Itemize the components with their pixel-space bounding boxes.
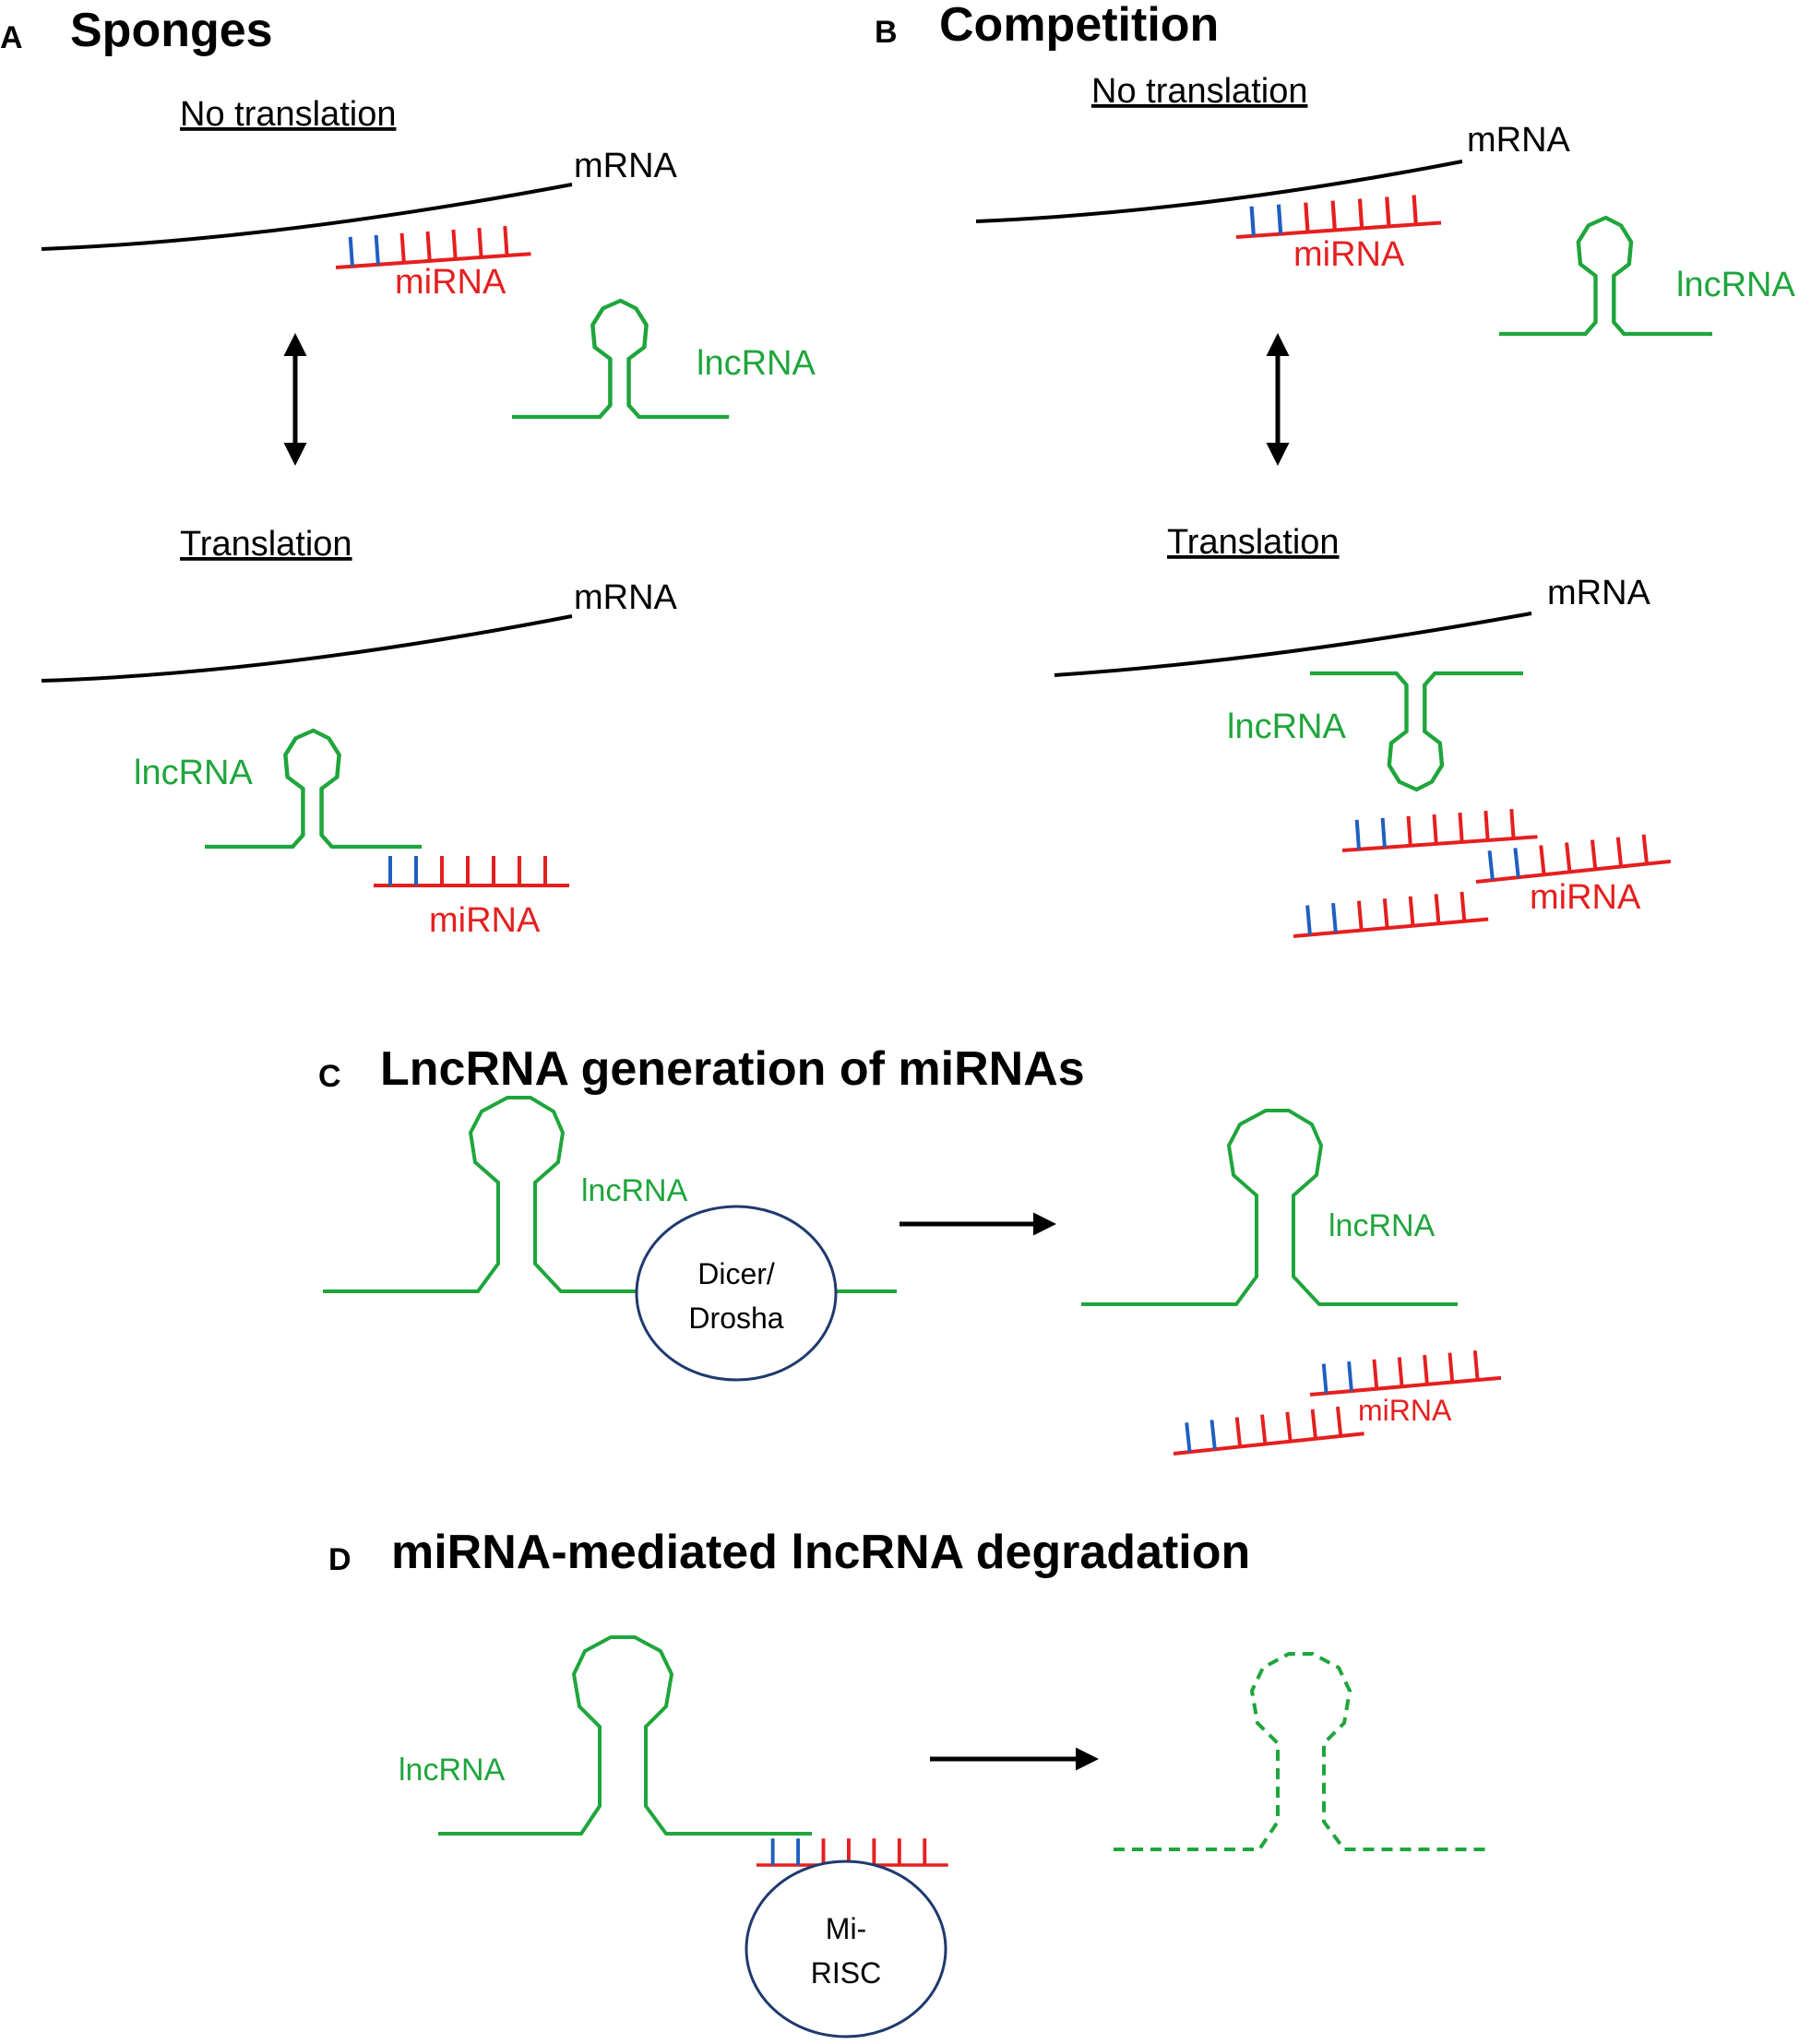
panel-c-lncrna-precursor — [323, 1096, 637, 1293]
panel-b-no-translation-label: No translation — [1091, 72, 1307, 111]
mi-risc-complex — [745, 1860, 947, 2038]
panel-b-mrna-label-top: mRNA — [1467, 121, 1571, 160]
panel-a-mrna-label-top: mRNA — [574, 147, 678, 185]
panel-a-mrna-label-bottom: mRNA — [574, 578, 678, 617]
panel-b-mirna-top — [1234, 194, 1441, 237]
panel-d-lncrna-target — [438, 1635, 812, 1836]
panel-b-mrna-label-bottom: mRNA — [1547, 574, 1651, 612]
panel-d-lncrna-label: lncRNA — [399, 1753, 506, 1788]
panel-d-degraded-lncrna — [1114, 1652, 1490, 1851]
panel-b-letter: B — [875, 15, 898, 50]
panel-a-lncrna-label-bottom: lncRNA — [134, 754, 253, 792]
panel-c-letter: C — [318, 1059, 341, 1094]
panel-d-title: miRNA-mediated lncRNA degradation — [391, 1526, 1250, 1579]
panel-b-mrna-bottom — [1054, 612, 1532, 677]
panel-b-title: Competition — [939, 0, 1219, 52]
panel-b-translation-label: Translation — [1167, 523, 1340, 562]
panel-b-lncrna-label-bottom: lncRNA — [1227, 707, 1346, 746]
dicer-drosha-enzyme — [635, 1205, 838, 1382]
panel-b-mirna-label-bottom: miRNA — [1530, 878, 1641, 917]
panel-d: D miRNA-mediated lncRNA degradation lncR… — [328, 1526, 1490, 2038]
enzyme-label-line1: Dicer/ — [697, 1257, 775, 1290]
panel-a-translation-label: Translation — [180, 525, 352, 564]
panel-c-lncrna-label-left: lncRNA — [581, 1173, 688, 1208]
panel-c-lncrna-product — [1081, 1109, 1458, 1306]
panel-a-lncrna-label-top: lncRNA — [697, 344, 816, 383]
panel-b-mirna-3 — [1289, 887, 1491, 938]
panel-a-no-translation-label: No translation — [180, 95, 396, 134]
panel-b: B Competition No translation mRNA miRNA … — [875, 0, 1795, 938]
panel-b-mrna-top — [975, 160, 1463, 223]
panel-c-mirna-label: miRNA — [1358, 1394, 1452, 1427]
panel-a-mirna-sponged — [372, 854, 571, 887]
panel-b-lncrna-label-top: lncRNA — [1676, 266, 1795, 304]
enzyme-label-line2: Drosha — [688, 1301, 783, 1335]
panel-a-mirna-label-bottom: miRNA — [429, 901, 541, 940]
panel-a-title: Sponges — [70, 4, 273, 57]
panel-a-mirna-top — [331, 222, 533, 269]
panel-a: A Sponges No translation mRNA miRNA lncR… — [0, 4, 816, 940]
mi-risc-label-line1: Mi- — [826, 1912, 866, 1945]
panel-a-letter: A — [0, 20, 23, 55]
panel-a-mirna-label-top: miRNA — [395, 263, 506, 302]
mi-risc-label-line2: RISC — [811, 1956, 881, 1990]
panel-c-mirna-2 — [1168, 1402, 1366, 1456]
panel-b-mirna-label-top: miRNA — [1293, 235, 1405, 274]
panel-c-lncrna-label-right: lncRNA — [1328, 1208, 1436, 1243]
panel-d-letter: D — [328, 1542, 351, 1577]
panel-b-mirna-1 — [1338, 805, 1540, 852]
panel-c-title: LncRNA generation of miRNAs — [380, 1042, 1085, 1096]
panel-a-mrna-bottom — [41, 614, 573, 683]
panel-c: C LncRNA generation of miRNAs lncRNA Dic… — [318, 1042, 1503, 1456]
panel-a-mrna-top — [41, 183, 573, 251]
panel-c-mirna-1 — [1305, 1347, 1503, 1396]
